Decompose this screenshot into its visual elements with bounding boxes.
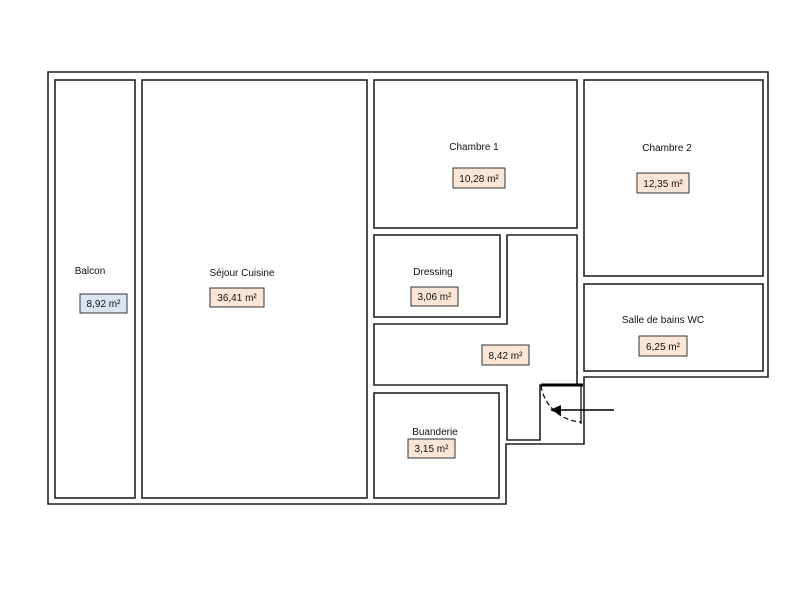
room-sejour-area-box [209, 287, 265, 308]
room-chambre-1-label: Chambre 1 [449, 142, 499, 153]
room-salle-de-bains-wc: Salle de bains WC 6,25 m² [583, 283, 764, 372]
door-swing-arc [540, 385, 582, 423]
room-dressing-label: Dressing [413, 267, 452, 278]
room-sdb-outline [583, 283, 764, 372]
room-chambre-2-label: Chambre 2 [642, 143, 692, 154]
room-dressing-area: 3,06 m² [418, 292, 453, 303]
room-couloir-area-box [481, 344, 530, 366]
room-chambre-2-area: 12,35 m² [643, 179, 683, 190]
room-balcon: Balcon 8,92 m² [54, 79, 136, 499]
room-buanderie: Buanderie 3,15 m² [373, 392, 500, 499]
room-chambre-2-area-box [636, 172, 690, 194]
room-chambre-2: Chambre 2 12,35 m² [583, 79, 764, 277]
room-sdb-area-box [638, 335, 688, 357]
room-sdb-area: 6,25 m² [646, 342, 681, 353]
room-balcon-area: 8,92 m² [87, 299, 122, 310]
entrance-door [540, 383, 583, 424]
room-sejour-area: 36,41 m² [217, 293, 257, 304]
room-buanderie-area-box [407, 438, 456, 459]
room-buanderie-area: 3,15 m² [415, 444, 450, 455]
room-buanderie-label: Buanderie [412, 427, 458, 438]
room-balcon-outline [54, 79, 136, 499]
room-sejour-label: Séjour Cuisine [209, 268, 274, 279]
room-chambre-1-area-box [452, 167, 506, 189]
room-balcon-area-box [79, 293, 128, 314]
room-balcon-label: Balcon [75, 266, 106, 277]
outer-wall [47, 71, 769, 505]
room-couloir-outline [373, 234, 578, 441]
room-chambre-1: Chambre 1 10,28 m² [373, 79, 578, 229]
room-sdb-label: Salle de bains WC [622, 315, 704, 326]
room-couloir-area: 8,42 m² [489, 351, 524, 362]
room-dressing: Dressing 3,06 m² [373, 234, 501, 318]
room-dressing-area-box [410, 286, 459, 307]
room-chambre-1-outline [373, 79, 578, 229]
room-sejour-cuisine: Séjour Cuisine 36,41 m² [141, 79, 368, 499]
room-couloir: 8,42 m² [373, 234, 578, 441]
room-chambre-1-area: 10,28 m² [459, 174, 499, 185]
arrow-left-icon [550, 405, 614, 415]
